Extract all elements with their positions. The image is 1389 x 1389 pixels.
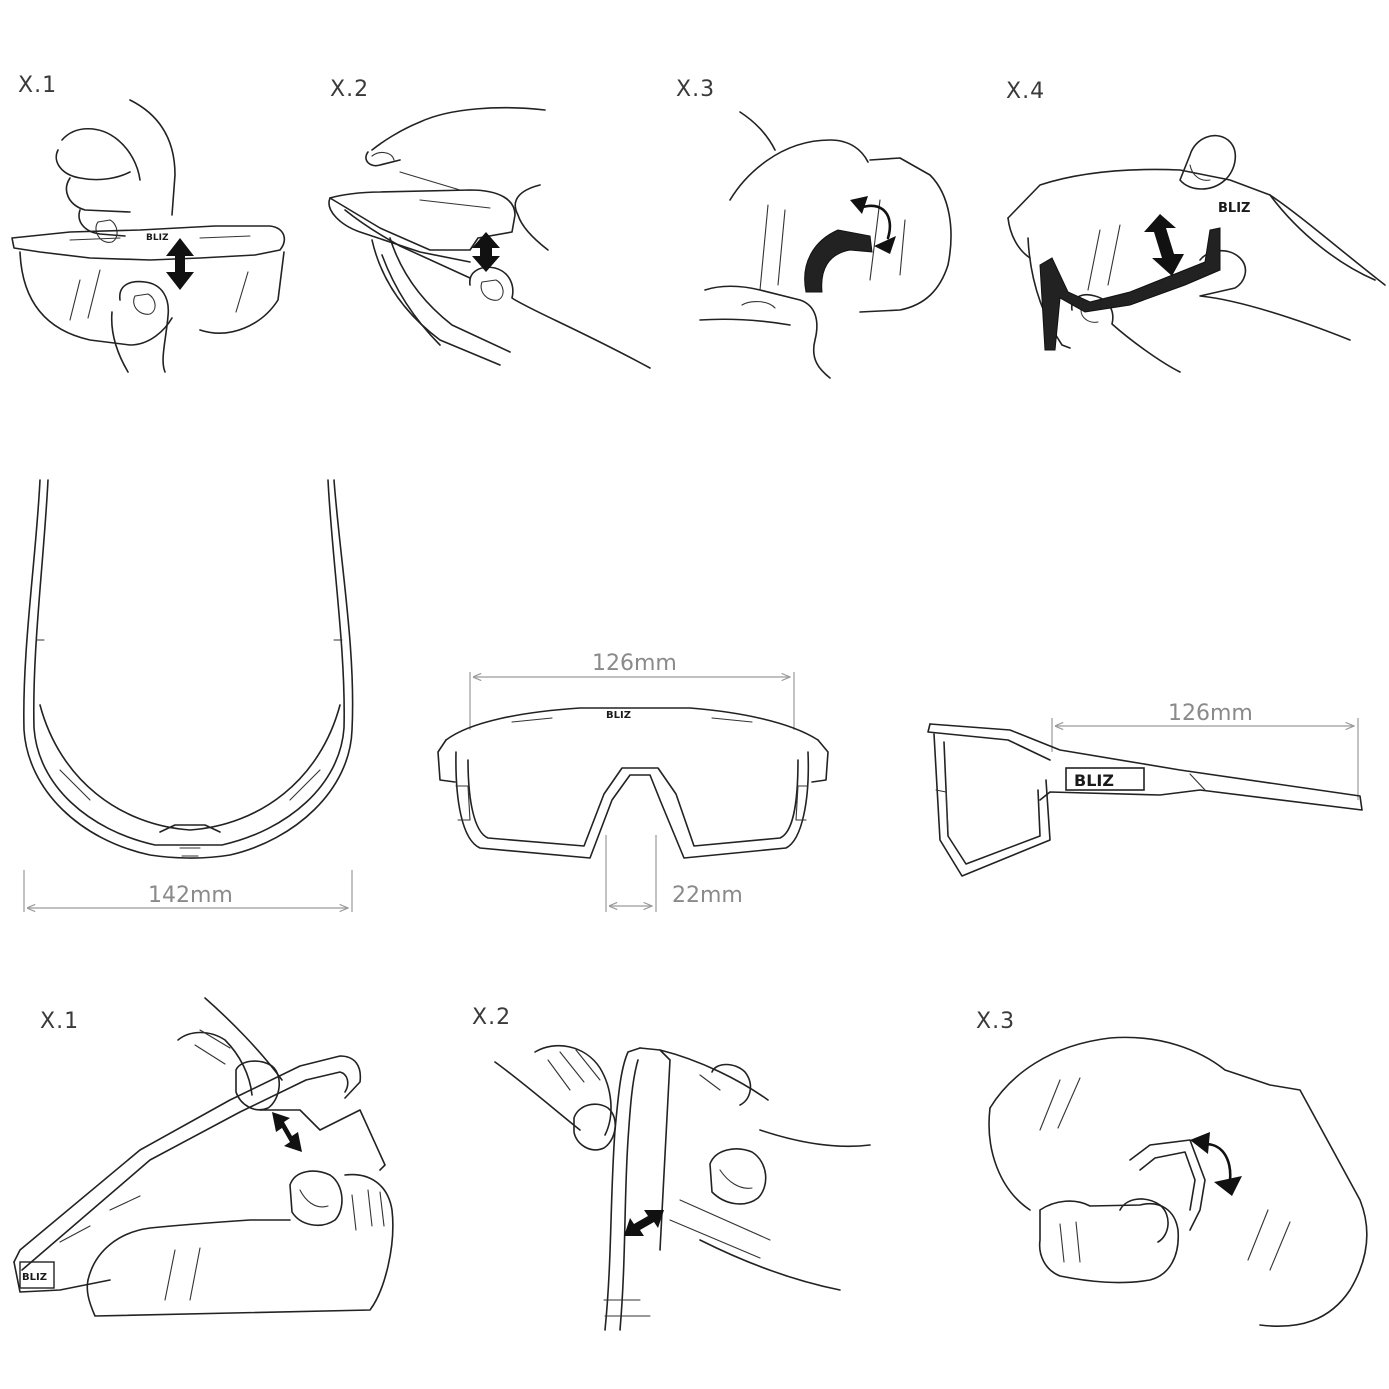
top-view-drawing: 142mm	[23, 479, 354, 912]
top-step-2-label: X.2	[330, 77, 369, 102]
side-view-drawing: 126mm BLIZ	[927, 701, 1363, 877]
bottom-step-2-label: X.2	[472, 1005, 511, 1030]
top-step-3-label: X.3	[676, 77, 715, 102]
vertical-double-arrow-icon	[1144, 214, 1184, 276]
diagonal-double-arrow-icon	[624, 1210, 664, 1236]
brand-logo-side: BLIZ	[1074, 771, 1114, 790]
bottom-step-1-label: X.1	[40, 1009, 79, 1034]
brand-logo-x1: BLIZ	[146, 233, 169, 243]
diagonal-double-arrow-icon	[272, 1112, 302, 1152]
top-step-1-panel: X.1 BLIZ	[11, 73, 286, 373]
bottom-step-2-panel: X.2	[472, 1005, 871, 1331]
top-step-1-label: X.1	[18, 73, 57, 98]
top-step-4-label: X.4	[1006, 79, 1045, 104]
front-view-nose-label: 22mm	[672, 883, 743, 908]
vertical-double-arrow-icon	[166, 238, 194, 290]
front-view-width-label: 126mm	[592, 651, 677, 676]
front-view-drawing: 126mm BLIZ 22mm	[437, 651, 829, 912]
vertical-double-arrow-icon	[472, 232, 500, 272]
nose-gasket	[1039, 227, 1221, 351]
brand-logo-b1: BLIZ	[22, 1272, 47, 1283]
top-step-4-panel: X.4 BLIZ	[1006, 79, 1386, 373]
brand-logo-front: BLIZ	[606, 710, 631, 721]
top-step-3-panel: X.3	[676, 77, 952, 379]
side-view-length-label: 126mm	[1168, 701, 1253, 726]
brand-logo-x4: BLIZ	[1218, 201, 1250, 216]
bottom-step-1-panel: X.1 BLIZ	[13, 997, 394, 1317]
curved-rotate-arrow-icon	[1190, 1132, 1242, 1196]
nose-gasket	[804, 229, 873, 293]
bottom-step-3-label: X.3	[976, 1009, 1015, 1034]
curved-rotate-arrow-icon	[850, 196, 896, 254]
top-view-width-label: 142mm	[148, 883, 233, 908]
top-step-2-panel: X.2	[328, 77, 651, 369]
bottom-step-3-panel: X.3	[976, 1009, 1368, 1328]
